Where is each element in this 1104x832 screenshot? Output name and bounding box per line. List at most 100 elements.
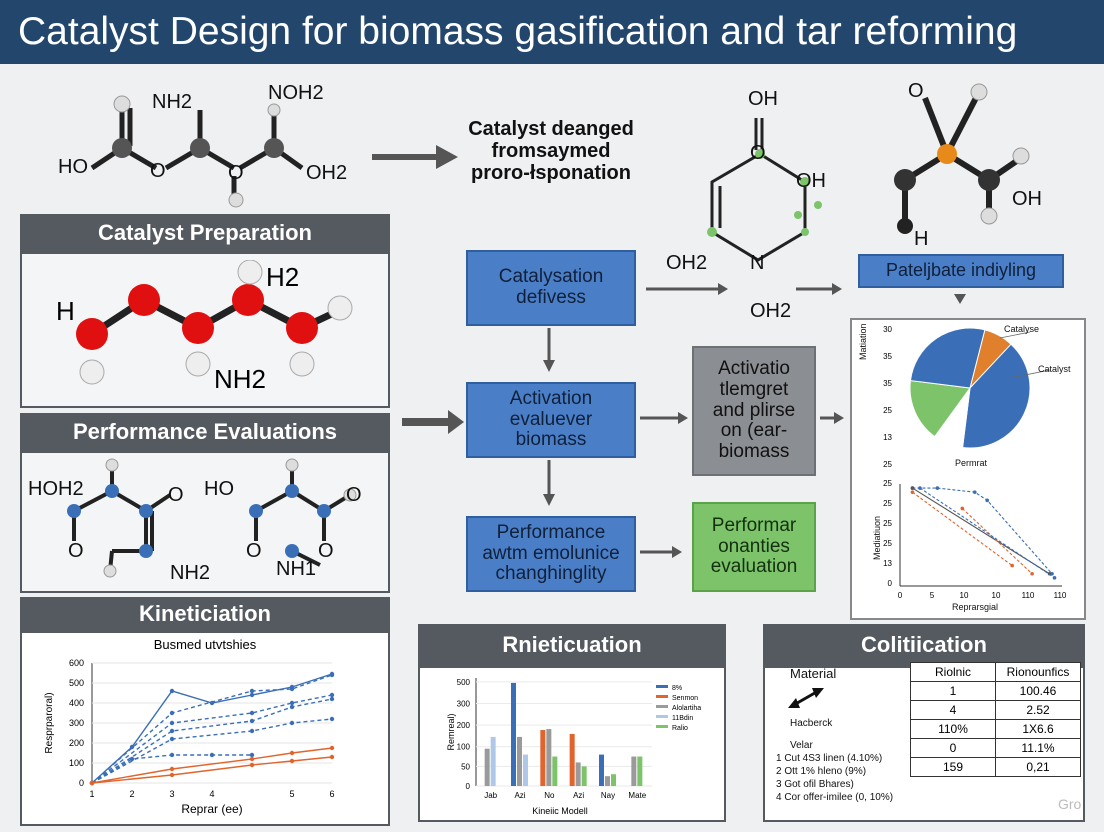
data-point [329, 696, 335, 702]
x-tick-label: 5 [289, 789, 294, 799]
label-n: N [750, 252, 765, 274]
bar [581, 766, 587, 786]
table-cell: 4 [910, 700, 996, 720]
y-tick-label: 30 [883, 325, 892, 334]
y-tick-label: 200 [457, 721, 471, 730]
label-prep-nh2: NH2 [214, 364, 267, 394]
x-tick-label: 110 [1054, 591, 1067, 600]
label-perf-o2: O [68, 540, 84, 562]
bar [517, 736, 522, 786]
label-perf-o3: O [346, 484, 362, 506]
x-tick-label: Azi [573, 791, 584, 800]
table-cell: 1X6.6 [995, 719, 1081, 739]
bar [611, 774, 616, 786]
x-tick-label: 110 [1022, 591, 1035, 600]
bar [637, 756, 643, 786]
double-arrow-icon [788, 688, 824, 708]
data-point [249, 688, 255, 694]
preparation-molecule-diagram [76, 260, 353, 385]
collection-material-label: Material [790, 666, 837, 681]
x-tick-label: 2 [129, 789, 134, 799]
collection-hacberck-label: Hacberck [790, 718, 833, 729]
y-tick-label: 500 [457, 678, 471, 687]
box-activation: Activation evaluever biomass [466, 382, 636, 458]
y-tick-label: 0 [888, 579, 893, 588]
x-tick-label: Jab [484, 791, 497, 800]
box-performance-green: Performar onanties evaluation [692, 502, 816, 592]
legend-label: 8% [672, 685, 682, 692]
label-o-2: O [228, 162, 244, 184]
y-axis-label: Resprparoral) [44, 692, 55, 753]
x-axis-label: Kineiic Modell [532, 806, 588, 816]
legend-swatch [656, 715, 668, 718]
label-perf-o1: O [168, 484, 184, 506]
label-nh2: NH2 [152, 91, 193, 113]
data-point [972, 490, 977, 494]
y-tick-label: 100 [457, 743, 471, 752]
box-performance-blue: Performance awtm emolunice changhinglity [466, 516, 636, 592]
data-point [89, 780, 95, 786]
collection-list: 1 Cut 4S3 linen (4.10%) 2 Ott 1% hleno (… [776, 752, 893, 804]
arrow-right-icon [372, 145, 458, 169]
series-line [91, 673, 333, 784]
data-point [249, 752, 255, 758]
bar [511, 682, 516, 786]
data-point [289, 700, 295, 706]
label-perf-o5: O [246, 540, 262, 562]
label-noh2: NOH2 [268, 82, 324, 104]
x-tick-label: 0 [898, 591, 903, 600]
data-point [1030, 571, 1034, 576]
x-tick-label: 5 [930, 591, 935, 600]
data-point [169, 772, 175, 778]
x-tick-label: 3 [169, 789, 174, 799]
label-oh-right: OH [796, 170, 826, 192]
data-point [249, 762, 255, 768]
data-point [289, 750, 295, 756]
y-tick-label: 35 [883, 352, 892, 361]
pie-slice [962, 343, 1031, 449]
y-tick-label: 600 [69, 658, 84, 668]
data-point [910, 490, 915, 494]
data-point [985, 498, 990, 503]
data-point [329, 692, 335, 698]
watermark: Gro [1058, 796, 1082, 812]
collection-list-item: 1 Cut 4S3 linen (4.10%) [776, 753, 883, 764]
legend-label: Ralio [672, 725, 688, 732]
y-tick-label: 35 [883, 379, 892, 388]
pie-ylabel: Matiation [858, 323, 868, 360]
legend-swatch [656, 725, 668, 728]
series-line [91, 674, 333, 784]
x-tick-label: 1 [89, 789, 94, 799]
box-activatio-grey: Activatio tlemgret and plirse on (ear- b… [692, 346, 816, 476]
data-point [329, 754, 335, 760]
y-tick-label: 25 [883, 460, 892, 469]
label-perf-nh1: NH1 [276, 558, 317, 580]
x-tick-label: No [544, 791, 555, 800]
bar [540, 730, 546, 786]
data-point [1010, 563, 1014, 568]
label-ho: HO [58, 156, 88, 178]
section-header-preparation: Catalyst Preparation [20, 214, 390, 252]
data-point [169, 710, 175, 716]
pie-annot-catalyse: Catalyse [1004, 324, 1040, 334]
y-tick-label: 25 [883, 519, 892, 528]
label-prep-h: H [56, 296, 75, 326]
label-h-far: H [914, 228, 929, 250]
chart-title: Busmed utvtshies [154, 637, 257, 652]
box-pateljbate: Pateljbate indiyling [858, 254, 1064, 288]
legend-swatch [656, 695, 668, 698]
page-title: Catalyst Design for biomass gasification… [18, 10, 1018, 53]
data-point [249, 710, 255, 716]
data-point [249, 718, 255, 724]
label-oh2-left: OH2 [666, 252, 708, 274]
y-tick-label: 13 [883, 559, 892, 568]
data-point [169, 688, 175, 694]
box-catalysation: Catalysation defivess [466, 250, 636, 326]
series-line [912, 487, 1050, 575]
data-point [918, 486, 922, 490]
